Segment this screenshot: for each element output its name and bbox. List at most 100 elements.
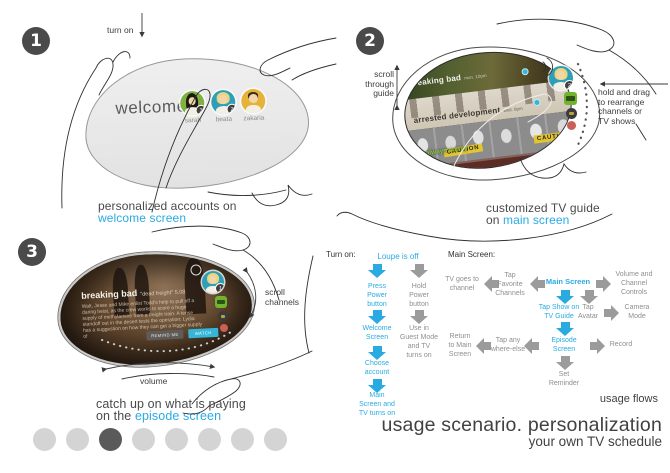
flow-node-guest-mode: Use in Guest Mode and TV turns on xyxy=(399,325,439,359)
step-2-badge: 2 xyxy=(356,27,384,55)
red-app-icon[interactable] xyxy=(220,324,228,332)
flow-arrow-down xyxy=(368,264,386,278)
left-hand-finger xyxy=(112,51,131,63)
top-hand-outline xyxy=(151,225,251,252)
pagination-dot[interactable] xyxy=(132,428,155,451)
head xyxy=(188,97,196,106)
turn-on-heading: Turn on: xyxy=(326,250,356,259)
step-3-caption: catch up on what is paying on the episod… xyxy=(96,398,246,423)
flow-arrow-down xyxy=(368,310,386,324)
step-1-number: 1 xyxy=(30,31,42,51)
welcome-screen-device: welcome 3 sarah 2 beata zakaria xyxy=(82,54,312,192)
flow-node-tap-favorite: Tap Favorite Channels xyxy=(495,272,525,297)
pagination-dot[interactable] xyxy=(264,428,287,451)
caption-accent: main screen xyxy=(502,212,570,227)
remind-me-button[interactable]: remind me xyxy=(146,329,184,341)
flow-node-welcome-screen: Welcome Screen xyxy=(362,325,392,341)
record-dot-icon[interactable] xyxy=(521,67,530,76)
flow-arrow-left xyxy=(530,276,545,292)
flow-node-main-screen: Main Screen xyxy=(545,277,591,286)
episode-name: "dead freight" 5.08 xyxy=(140,289,186,298)
flow-arrow-down xyxy=(368,346,386,360)
record-dot-icon[interactable] xyxy=(533,98,541,107)
imdb-app-icon[interactable] xyxy=(218,311,228,321)
flow-arrow-down xyxy=(368,379,386,393)
account-name: beata xyxy=(215,115,233,124)
welcome-title: welcome xyxy=(115,96,188,118)
page-subtitle: your own TV schedule xyxy=(528,434,662,449)
pagination-dot[interactable] xyxy=(165,428,188,451)
caption-accent: welcome screen xyxy=(98,210,187,225)
right-hand-outline xyxy=(259,37,337,77)
active-avatar-icon[interactable]: 1 xyxy=(202,271,224,293)
scroll-channels-label: scroll channels xyxy=(265,287,300,307)
bottom-hand-line xyxy=(207,189,287,196)
active-avatar-icon[interactable]: 2 xyxy=(549,66,573,90)
flow-node-tap-avatar: Tap Avatar xyxy=(577,304,599,320)
episode-screen-device: breaking bad"dead freight" 5.08 Walt, Je… xyxy=(55,246,257,372)
usage-flows-label: usage flows xyxy=(599,393,658,405)
flow-arrow-right xyxy=(604,305,619,321)
arm-line-2 xyxy=(304,255,314,354)
flow-node-tv-goes: TV goes to channel xyxy=(445,276,479,292)
pointer-tick xyxy=(635,123,647,141)
caption-prefix: on xyxy=(486,212,503,227)
head xyxy=(209,275,217,284)
flow-arrow-down xyxy=(556,322,574,336)
account-sarah[interactable]: 3 sarah xyxy=(179,90,205,125)
step-1-badge: 1 xyxy=(22,27,50,55)
body xyxy=(553,82,569,90)
body xyxy=(205,285,221,293)
flow-arrow-down xyxy=(556,356,574,370)
notification-badge: 2 xyxy=(564,80,573,90)
flow-arrow-down xyxy=(556,290,574,304)
caution-tape: CAUTION xyxy=(533,130,574,144)
pagination-dot[interactable] xyxy=(33,428,56,451)
flow-node-main-screen-tv-on: Main Screen and TV turns on xyxy=(358,392,396,417)
watch-button[interactable]: watch xyxy=(188,327,219,339)
step-3-number: 3 xyxy=(26,242,38,262)
avatar-zakaria-icon[interactable] xyxy=(240,88,266,114)
volume-label: volume xyxy=(140,376,168,386)
account-name: zakaria xyxy=(243,114,265,123)
flow-node-record: Record xyxy=(609,341,633,348)
step-1-caption: personalized accounts on welcome screen xyxy=(98,200,237,225)
flow-node-choose-account: Choose account xyxy=(364,360,390,376)
imdb-app-icon[interactable] xyxy=(566,108,577,119)
account-zakaria[interactable]: zakaria xyxy=(240,88,266,123)
page-title: usage scenario. personalization xyxy=(381,414,662,436)
flow-arrow-down xyxy=(410,264,428,278)
account-beata[interactable]: 2 beata xyxy=(210,89,236,124)
pagination-dot-active[interactable] xyxy=(99,428,122,451)
hulu-app-icon[interactable] xyxy=(564,92,577,105)
flow-node-return-main: Return to Main Screen xyxy=(448,333,472,358)
right-hand-finger xyxy=(291,63,337,81)
notification-badge: 2 xyxy=(226,103,236,115)
flow-node-camera-mode: Camera Mode xyxy=(624,304,650,320)
hulu-app-icon[interactable] xyxy=(215,296,227,308)
body xyxy=(245,105,262,114)
head xyxy=(248,93,258,104)
pagination-dot[interactable] xyxy=(231,428,254,451)
head xyxy=(556,71,566,80)
flow-node-hold-power: Hold Power button xyxy=(409,283,429,308)
flow-node-tap-anywhere: Tap any where-else xyxy=(490,337,526,353)
turn-on-label: turn on xyxy=(107,25,134,35)
caption-text: customized TV guide xyxy=(486,201,600,215)
caption-accent: episode screen xyxy=(134,409,222,423)
step-3-badge: 3 xyxy=(18,238,46,266)
pagination-dot[interactable] xyxy=(66,428,89,451)
episode-synopsis: Walt, Jesse and Mike enlist Todd's help … xyxy=(81,297,203,341)
red-app-icon[interactable] xyxy=(567,121,576,130)
step-2-caption: customized TV guide on main screen xyxy=(486,201,600,227)
flow-arrow-down xyxy=(410,310,428,324)
avatar-beata-icon[interactable]: 2 xyxy=(210,89,236,115)
notification-badge: 1 xyxy=(215,283,224,293)
episode-number: 5.08 xyxy=(174,289,186,296)
pagination-dot[interactable] xyxy=(198,428,221,451)
flow-node-episode-screen: Episode Screen xyxy=(551,337,577,353)
avatar-sarah-icon[interactable]: 3 xyxy=(179,90,205,116)
flow-node-loupe-off: Loupe is off xyxy=(377,252,419,261)
